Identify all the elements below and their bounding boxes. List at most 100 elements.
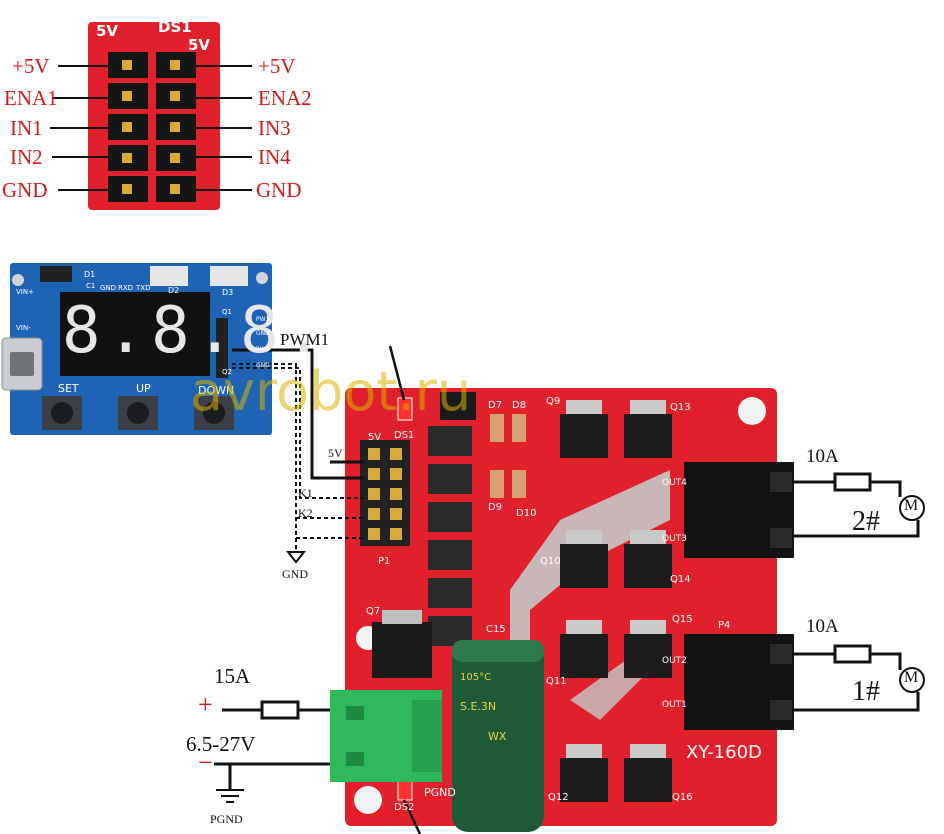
header-left-label-ena1: ENA1 xyxy=(4,86,58,110)
header-right-label-5v: +5V xyxy=(258,54,296,78)
pin xyxy=(368,468,380,480)
mosfet xyxy=(560,414,608,458)
mosfets xyxy=(560,400,672,802)
motor-2-symbol xyxy=(899,495,925,521)
fuse-motor-1 xyxy=(833,644,872,664)
pin xyxy=(390,468,402,480)
power-input-terminal xyxy=(330,690,442,782)
ctrl-silk-gnd1: GND xyxy=(256,330,270,337)
motor-1-label: 1# xyxy=(852,676,880,707)
pin xyxy=(368,448,380,460)
button-label-set: SET xyxy=(58,382,79,395)
motor-1-symbol xyxy=(899,667,925,693)
silk-q16: Q16 xyxy=(672,792,693,803)
ctrl-silk-q1: Q1 xyxy=(222,308,232,316)
silk-q12: Q12 xyxy=(548,792,569,803)
button-label-down: DOWN xyxy=(198,384,235,397)
silk-out4: OUT4 xyxy=(662,478,687,488)
silk-out3: OUT3 xyxy=(662,534,687,544)
optocoupler xyxy=(428,502,472,532)
fuse-label-motor-1: 10A xyxy=(806,616,839,637)
mosfet xyxy=(624,758,672,802)
pin xyxy=(368,508,380,520)
silk-out2: OUT2 xyxy=(662,656,687,666)
silk-q15: Q15 xyxy=(672,614,693,625)
label-signal-gnd: GND xyxy=(282,567,308,581)
fuses xyxy=(260,472,872,720)
led-ds1 xyxy=(397,397,413,421)
silk-q9: Q9 xyxy=(546,396,561,407)
controller-board xyxy=(1,263,272,435)
optocoupler xyxy=(428,464,472,494)
silk-d7: D7 xyxy=(488,400,503,411)
label-k1: K1 xyxy=(298,486,313,500)
silk-d9: D9 xyxy=(488,502,503,513)
motor-2-symbol-text: M xyxy=(904,497,919,514)
header-left-label-in1: IN1 xyxy=(10,116,43,140)
mosfet xyxy=(560,634,608,678)
silk-p4: P4 xyxy=(718,620,731,631)
ctrl-silk-q2: Q2 xyxy=(222,368,232,376)
power-voltage: 6.5-27V xyxy=(186,732,256,756)
power-ground-label: PGND xyxy=(210,812,243,826)
optocouplers xyxy=(428,426,472,646)
silk-q11: Q11 xyxy=(546,676,567,687)
seven-segment-display xyxy=(60,292,210,376)
silk-5v: 5V xyxy=(368,432,382,443)
pin xyxy=(390,528,402,540)
fuse-power xyxy=(260,700,300,720)
dashed-wires xyxy=(232,363,364,552)
driver-board xyxy=(330,388,794,832)
fuse-motor-2 xyxy=(833,472,872,492)
silk-q13: Q13 xyxy=(670,402,691,413)
pin xyxy=(368,528,380,540)
silk-ds2: DS2 xyxy=(394,802,415,813)
capacitor-temp: 105°C xyxy=(460,672,492,683)
silk-ds1: DS1 xyxy=(394,430,415,441)
header-left-label-gnd: GND xyxy=(2,178,48,202)
button-label-up: UP xyxy=(136,382,151,395)
mosfet xyxy=(560,758,608,802)
ctrl-silk-c1: C1 xyxy=(86,282,96,290)
mosfet xyxy=(560,544,608,588)
watermark: avrobot.ru xyxy=(190,360,472,423)
ctrl-silk-d2: D2 xyxy=(168,286,180,295)
output-terminal-2 xyxy=(684,462,794,558)
controller-buttons xyxy=(42,396,234,430)
silk-q10: Q10 xyxy=(540,556,561,567)
silk-d10: D10 xyxy=(516,508,537,519)
power-plus: + xyxy=(198,690,213,719)
header-left-label-5v: +5V xyxy=(12,54,50,78)
ctrl-silk-d1: D1 xyxy=(84,270,96,279)
ctrl-silk-vin-minus: VIN- xyxy=(16,324,31,332)
optocoupler xyxy=(428,578,472,608)
label-k2: K2 xyxy=(298,506,313,520)
pin xyxy=(390,488,402,500)
wires xyxy=(214,345,920,834)
header-silk-5v-right: 5V xyxy=(188,36,211,54)
optocoupler xyxy=(428,426,472,456)
header-right-label-in4: IN4 xyxy=(258,145,291,169)
ctrl-silk-txd: TXD xyxy=(136,284,151,292)
pin xyxy=(390,508,402,520)
motor-2-label: 2# xyxy=(852,506,880,537)
power-minus: − xyxy=(198,748,213,777)
silk-p1: P1 xyxy=(378,556,391,567)
silk-q7: Q7 xyxy=(366,606,381,617)
ctrl-silk-d3: D3 xyxy=(222,288,234,297)
output-terminal-1 xyxy=(684,634,794,730)
silk-q14: Q14 xyxy=(670,574,691,585)
motor-symbols xyxy=(899,495,925,693)
silk-out1: OUT1 xyxy=(662,700,687,710)
header-leader-lines xyxy=(50,65,252,191)
capacitor-wx: WX xyxy=(488,730,507,743)
silk-pgnd: PGND xyxy=(424,786,456,799)
motor-1-symbol-text: M xyxy=(904,669,919,686)
power-ground-icon xyxy=(216,789,244,803)
pin-header-zoom xyxy=(50,22,252,210)
capacitor-brand: S.E.3N xyxy=(460,700,497,713)
label-5v: 5V xyxy=(328,446,343,460)
board-model: XY-160D xyxy=(686,742,762,763)
driver-pin-header xyxy=(360,440,410,546)
